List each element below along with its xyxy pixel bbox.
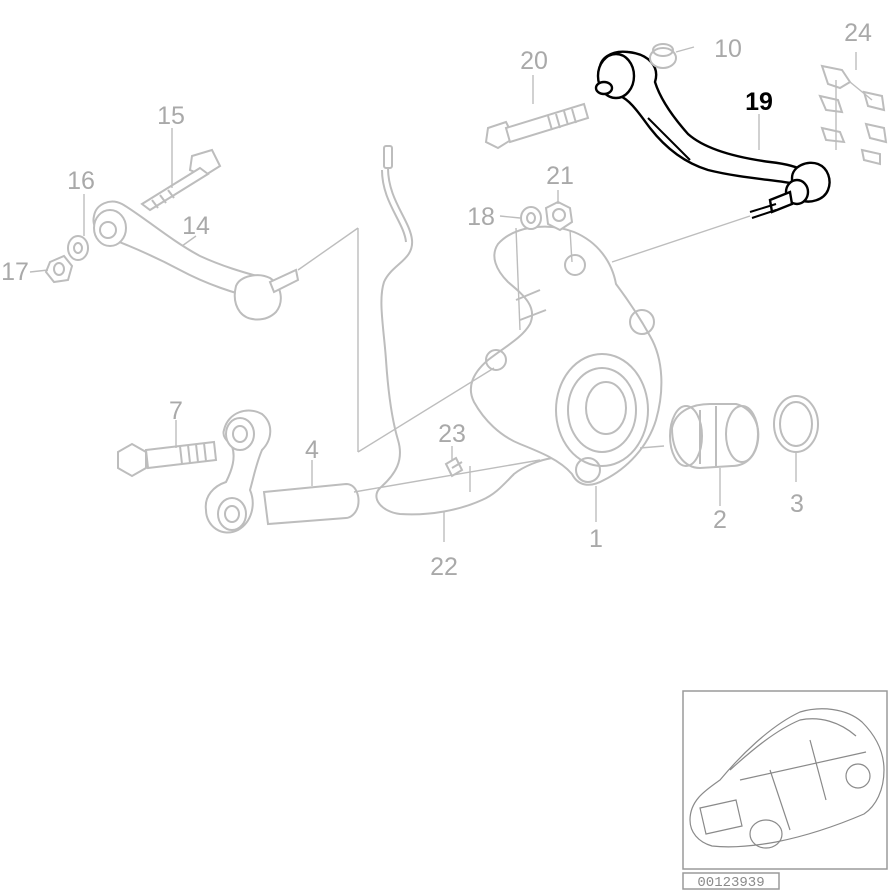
wheel-carrier-part-1[interactable] [469,225,663,486]
callout-2: 2 [713,506,727,534]
callout-16: 16 [67,167,95,195]
nut-part-21[interactable] [544,200,574,232]
brackets-part-24[interactable] [818,52,888,166]
leader-lines [29,46,797,542]
car-silhouette-icon [689,708,885,848]
rubber-mount-part-10[interactable] [649,43,677,69]
nut-part-17[interactable] [44,254,74,284]
sensor-cable-part-22[interactable] [375,145,553,516]
bolt-part-15[interactable] [140,148,222,212]
callout-23: 23 [438,420,466,448]
callout-18: 18 [467,203,495,231]
callout-20: 20 [520,47,548,75]
callout-1: 1 [589,525,603,553]
bushing-part-2[interactable] [669,403,760,470]
bolt-part-7[interactable] [117,440,218,478]
washer-part-16[interactable] [67,235,89,261]
callout-17: 17 [1,258,29,286]
reference-tag: 00123939 [682,872,780,891]
callout-15: 15 [157,102,185,130]
callout-labels: 1 2 3 4 7 10 14 15 16 17 18 19 20 21 22 … [1,19,872,581]
callout-3: 3 [790,490,804,518]
callout-4: 4 [305,436,319,464]
control-arm-part-19[interactable] [594,50,831,219]
callout-22: 22 [430,553,458,581]
circlip-part-3[interactable] [773,395,819,453]
callout-24: 24 [844,19,872,47]
bolt-part-20[interactable] [484,102,590,150]
callout-19: 19 [745,88,773,116]
callout-7: 7 [169,397,183,425]
callout-14: 14 [182,212,210,240]
reference-number: 00123939 [697,875,764,891]
callout-21: 21 [546,162,574,190]
link-part-4[interactable] [204,409,360,534]
trailing-arm-part-14[interactable] [92,200,300,321]
callout-10: 10 [714,35,742,63]
vehicle-thumbnail [682,690,888,870]
nut-part-18[interactable] [520,206,542,230]
